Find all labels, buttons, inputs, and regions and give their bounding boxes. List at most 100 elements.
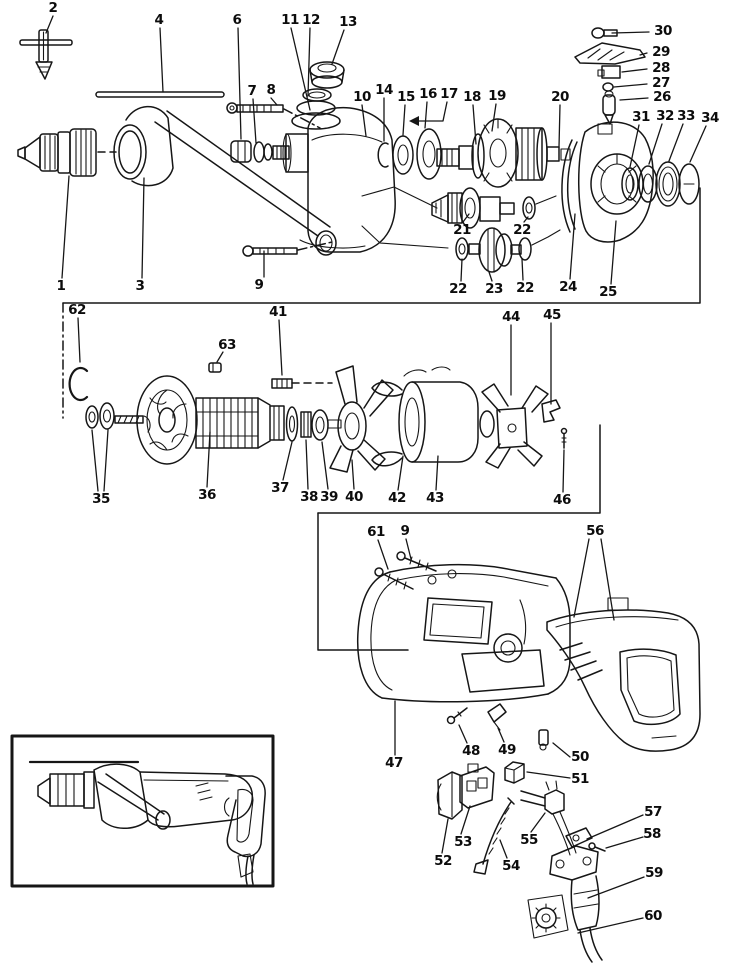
part-label-19-19: 19: [488, 88, 506, 104]
part-label-44-37: 44: [502, 309, 520, 325]
part-label-32-22: 32: [656, 108, 674, 124]
leader-line-3: [141, 177, 145, 279]
part-label-35-40: 35: [92, 491, 110, 507]
part-label-9-29: 9: [254, 277, 264, 293]
part-label-54-60: 54: [502, 858, 520, 874]
part-label-17-17: 17: [440, 86, 458, 102]
part-label-62-35: 62: [68, 302, 86, 318]
clip-45-drawing: [541, 399, 561, 423]
leader-line-58: [605, 836, 644, 849]
bearing-bracket-40-drawing: [329, 365, 394, 473]
leader-line-52: [441, 818, 449, 854]
part-label-18-18: 18: [463, 89, 481, 105]
leader-line-43: [435, 455, 439, 491]
leader-line-63: [216, 351, 224, 363]
screw-9-top-drawing: [242, 241, 333, 257]
leader-line-30: [611, 31, 650, 34]
armature-36-drawing: [114, 375, 285, 465]
leader-line-38: [305, 439, 309, 490]
part-label-8-12: 8: [266, 82, 276, 98]
spring-rod-54-drawing: [473, 797, 515, 875]
assembled-drill-inset: [10, 734, 275, 888]
part-label-15-15: 15: [397, 89, 415, 105]
part-label-59-63: 59: [645, 865, 663, 881]
chuck-drawing: [17, 128, 117, 177]
leader-line-7: [252, 98, 257, 144]
part-label-9-50: 9: [400, 523, 410, 539]
part-label-53-57: 53: [454, 834, 472, 850]
part-label-38-43: 38: [300, 489, 318, 505]
leader-line-24: [569, 213, 576, 280]
leader-line-35: [103, 429, 109, 492]
part-label-23-31: 23: [485, 281, 503, 297]
leader-line-50: [552, 742, 571, 758]
leader-line-2: [45, 15, 54, 34]
cap-13-drawing: [309, 61, 345, 89]
part-label-37-42: 37: [271, 480, 289, 496]
gear-shaft-21-drawing: [361, 186, 557, 229]
bearing-set-31-34-drawing: [621, 161, 700, 207]
leader-line-53: [460, 805, 471, 835]
field-stator-42-43-drawing: [371, 366, 479, 467]
part-label-25-34: 25: [599, 284, 617, 300]
leader-line-35: [91, 429, 99, 492]
section-borders: [62, 187, 701, 651]
cord-60-drawing: [579, 927, 603, 963]
part-label-60-64: 60: [644, 908, 662, 924]
leader-line-12: [307, 27, 311, 97]
leader-line-34: [689, 125, 707, 163]
part-label-41-36: 41: [269, 304, 287, 320]
part-label-40-45: 40: [345, 489, 363, 505]
part-label-6-2: 6: [232, 12, 242, 28]
part-label-36-41: 36: [198, 487, 216, 503]
part-label-10-13: 10: [353, 89, 371, 105]
part-label-46-48: 46: [553, 492, 571, 508]
part-label-7-11: 7: [247, 83, 257, 99]
part-label-49-54: 49: [498, 742, 516, 758]
cord-clamp-57-58-drawing: [565, 827, 606, 852]
part-label-11-3: 11: [281, 12, 299, 28]
leader-line-29: [639, 52, 648, 56]
set-screw-41-drawing: [271, 378, 333, 389]
part-label-55-58: 55: [520, 832, 538, 848]
leader-line-27: [613, 83, 648, 88]
leader-line-23: [488, 271, 493, 282]
leader-line-31: [629, 124, 640, 168]
leader-line-59: [587, 876, 645, 899]
leader-line-16: [424, 101, 428, 129]
part-label-42-46: 42: [388, 490, 406, 506]
part-label-27-9: 27: [652, 75, 670, 91]
nut-63-drawing: [208, 362, 222, 373]
part-label-34-24: 34: [701, 110, 719, 126]
screw-48-wedge-49-drawing: [446, 703, 507, 731]
part-label-13-5: 13: [339, 14, 357, 30]
leader-line-49: [497, 727, 505, 743]
leader-line-42: [397, 455, 404, 491]
nut-6-washers-7-drawing: [230, 140, 290, 163]
leader-line-40: [351, 459, 355, 490]
connector-55-drawing: [520, 780, 577, 856]
leader-line-1: [61, 175, 70, 279]
spindle-parts-14-20-drawing: [377, 116, 571, 188]
leader-line-62: [77, 317, 81, 363]
part-label-57-61: 57: [644, 804, 662, 820]
part-label-43-47: 43: [426, 490, 444, 506]
clip-50-drawing: [538, 729, 549, 751]
part-label-61-49: 61: [367, 524, 385, 540]
washers-35-drawing: [85, 402, 115, 430]
part-label-52-59: 52: [434, 853, 452, 869]
leader-line-46: [562, 449, 565, 493]
part-label-29-7: 29: [652, 44, 670, 60]
depth-rod-drawing: [95, 91, 225, 98]
leader-line-6: [237, 27, 242, 140]
leader-line-9: [405, 538, 412, 560]
switch-52-53-drawing: [436, 763, 495, 820]
leader-line-61: [377, 539, 389, 570]
part-label-48-53: 48: [462, 743, 480, 759]
part-label-21-25: 21: [453, 222, 471, 238]
part-label-39-44: 39: [320, 489, 338, 505]
leader-line-33: [668, 123, 684, 162]
leader-line-25: [610, 220, 617, 285]
